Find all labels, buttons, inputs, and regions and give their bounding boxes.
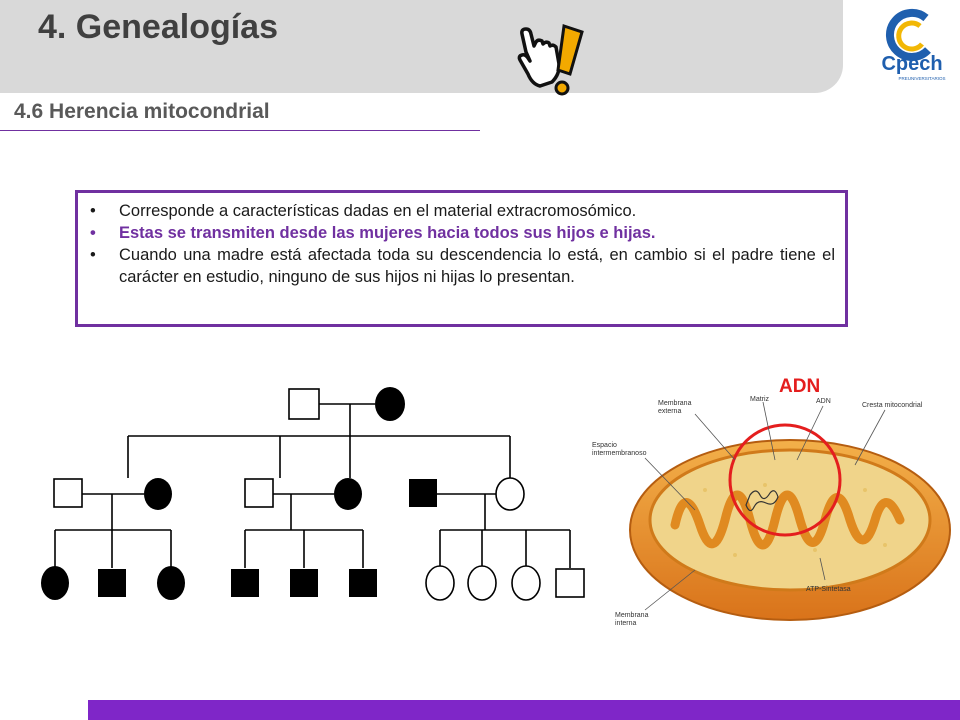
pedigree-male-unaffected bbox=[244, 478, 274, 508]
label-adn-small: ADN bbox=[816, 398, 831, 405]
pedigree-female-affected bbox=[375, 387, 405, 421]
pedigree-male-affected bbox=[290, 569, 318, 597]
pedigree-chart bbox=[41, 387, 585, 601]
label-matriz: Matriz bbox=[750, 396, 770, 403]
bullet-item: Corresponde a características dadas en e… bbox=[90, 200, 835, 222]
logo-text: Cpech bbox=[881, 53, 942, 75]
pedigree-male-unaffected bbox=[288, 388, 320, 420]
label-espacio-intermembranoso: Espacio intermembranoso bbox=[592, 442, 647, 457]
pedigree-male-affected bbox=[349, 569, 377, 597]
slide-subtitle: 4.6 Herencia mitocondrial bbox=[14, 100, 270, 123]
pedigree-male-affected bbox=[98, 569, 126, 597]
title-band bbox=[0, 0, 843, 93]
subtitle-divider bbox=[0, 130, 480, 131]
logo-tagline: PREUNIVERSITARIOS bbox=[899, 76, 946, 81]
bullet-item: Cuando una madre está afectada toda su d… bbox=[90, 244, 835, 288]
bullet-list: Corresponde a características dadas en e… bbox=[78, 193, 845, 288]
info-box: Corresponde a características dadas en e… bbox=[75, 190, 848, 327]
bullet-item-highlight: Estas se transmiten desde las mujeres ha… bbox=[90, 222, 835, 244]
footer-bar bbox=[88, 700, 960, 720]
pedigree-female-affected bbox=[144, 478, 172, 510]
pedigree-male-unaffected bbox=[53, 478, 83, 508]
pedigree-male-unaffected bbox=[555, 568, 585, 598]
pedigree-male-affected bbox=[409, 479, 437, 507]
pedigree-female-unaffected bbox=[467, 565, 497, 601]
pedigree-female-unaffected bbox=[495, 477, 525, 511]
mitochondrion-diagram bbox=[629, 401, 951, 621]
pedigree-female-affected bbox=[157, 566, 185, 600]
slide-title: 4. Genealogías bbox=[38, 8, 278, 46]
pedigree-male-affected bbox=[231, 569, 259, 597]
pedigree-female-unaffected bbox=[425, 565, 455, 601]
adn-label: ADN bbox=[779, 376, 821, 397]
label-atp-sintetasa: ATP-Sintetasa bbox=[806, 586, 851, 593]
label-cresta-mitocondrial: Cresta mitocondrial bbox=[862, 402, 923, 409]
cpech-logo: Cpech PREUNIVERSITARIOS bbox=[870, 4, 954, 94]
pedigree-female-affected bbox=[41, 566, 69, 600]
label-membrana-interna: Membrana interna bbox=[615, 612, 649, 627]
pedigree-female-unaffected bbox=[511, 565, 541, 601]
pedigree-female-affected bbox=[334, 478, 362, 510]
label-membrana-externa: Membrana externa bbox=[658, 400, 692, 415]
pointing-hand-exclamation-icon bbox=[517, 24, 584, 96]
